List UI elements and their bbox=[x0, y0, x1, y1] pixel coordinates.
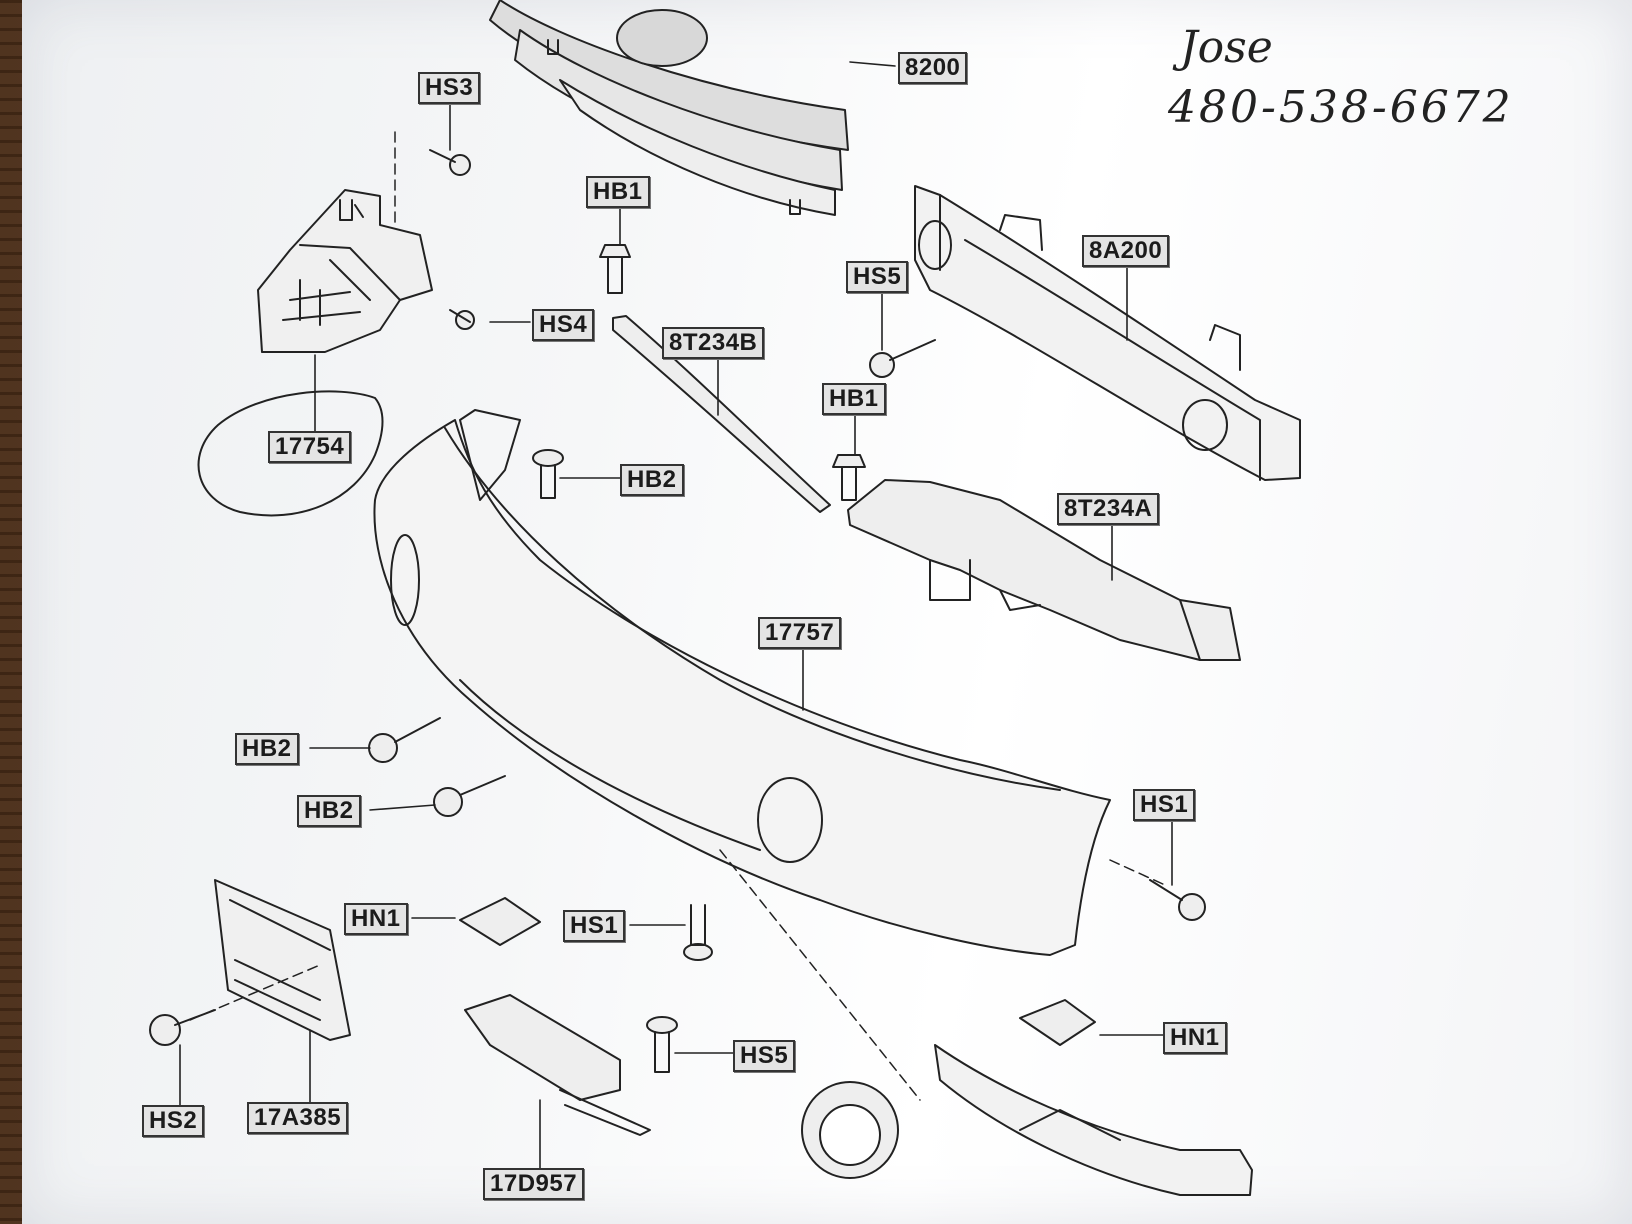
fastener-hs4 bbox=[449, 309, 475, 330]
fastener-hb2-left1 bbox=[368, 717, 441, 763]
reinforcement-8A200-part bbox=[914, 185, 1301, 481]
fastener-hb2-left2 bbox=[433, 775, 506, 817]
callout-hs3: HS3 bbox=[418, 72, 481, 104]
lower-strip-part bbox=[934, 1044, 1253, 1196]
round-trim-ring-part bbox=[801, 1081, 899, 1179]
plate-17A385-part bbox=[214, 879, 351, 1041]
callout-8t234b: 8T234B bbox=[662, 327, 765, 359]
callout-8200: 8200 bbox=[898, 52, 968, 84]
callout-hb2-left2: HB2 bbox=[297, 795, 361, 827]
callout-hn1-right: HN1 bbox=[1163, 1022, 1227, 1054]
grille-part bbox=[489, 0, 849, 216]
fastener-hb1-mid bbox=[832, 454, 866, 501]
callout-hs1-right: HS1 bbox=[1133, 789, 1196, 821]
handwritten-phone-number: 480-538-6672 bbox=[1168, 82, 1514, 133]
callout-17757: 17757 bbox=[758, 617, 842, 649]
callout-8a200: 8A200 bbox=[1082, 235, 1170, 267]
handdrawn-circle bbox=[197, 390, 384, 517]
handwritten-name: Jose bbox=[1180, 22, 1273, 73]
callout-hs1-bottom: HS1 bbox=[563, 910, 626, 942]
fastener-hs1-right bbox=[1149, 879, 1206, 921]
callout-17a385: 17A385 bbox=[247, 1102, 349, 1134]
fastener-hb1-top bbox=[599, 244, 631, 294]
fastener-hn1-right bbox=[1019, 999, 1096, 1046]
fastener-hb2-top bbox=[532, 449, 564, 499]
callout-hs2: HS2 bbox=[142, 1105, 205, 1137]
callout-hb2-top: HB2 bbox=[620, 464, 684, 496]
callout-8t234a: 8T234A bbox=[1057, 493, 1160, 525]
callout-hs5-top: HS5 bbox=[846, 261, 909, 293]
callout-17d957: 17D957 bbox=[483, 1168, 585, 1200]
callout-hb1-mid: HB1 bbox=[822, 383, 886, 415]
bumper-cover-17757-part bbox=[373, 409, 1111, 956]
bracket-17754-part bbox=[257, 189, 433, 353]
block-17D957-part bbox=[464, 994, 651, 1136]
callout-hb1-top: HB1 bbox=[586, 176, 650, 208]
fastener-hs1-bottom bbox=[683, 904, 713, 961]
leader-lines bbox=[179, 61, 1173, 1171]
fastener-hs2 bbox=[149, 1009, 216, 1046]
strip-8T234B-part bbox=[612, 315, 831, 513]
fastener-hs5-bottom bbox=[646, 1016, 678, 1073]
callout-hn1-left: HN1 bbox=[344, 903, 408, 935]
fastener-hs5-top bbox=[869, 339, 936, 378]
assembly-guide-lines bbox=[189, 131, 1166, 1101]
callout-17754: 17754 bbox=[268, 431, 352, 463]
callout-hb2-left1: HB2 bbox=[235, 733, 299, 765]
fastener-hs3 bbox=[429, 149, 471, 176]
fastener-hn1-left bbox=[459, 897, 541, 946]
callout-hs4: HS4 bbox=[532, 309, 595, 341]
callout-hs5-bottom: HS5 bbox=[733, 1040, 796, 1072]
bracket-8T234A-part bbox=[847, 479, 1241, 661]
